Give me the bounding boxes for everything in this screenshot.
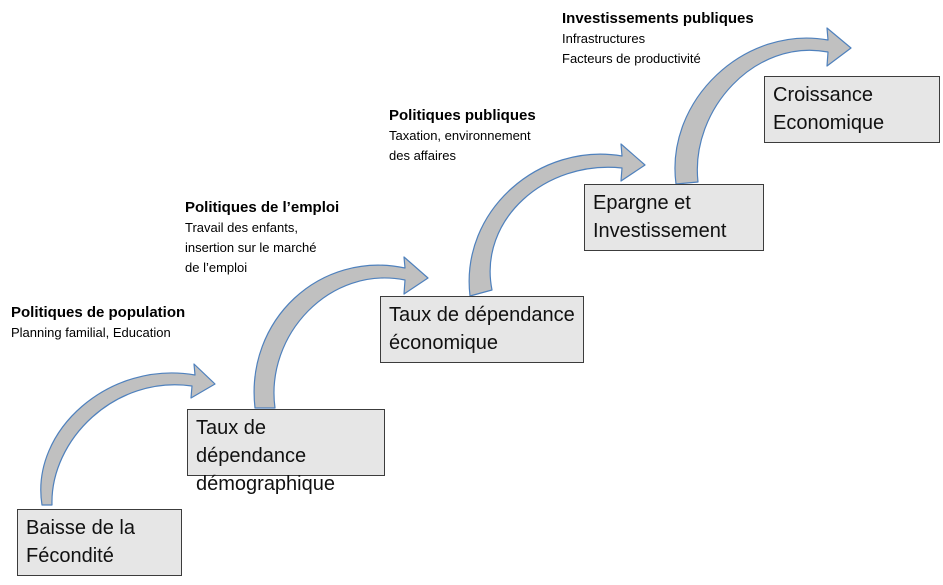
step-line: Economique xyxy=(773,112,885,134)
step-line: Baisse de la xyxy=(26,517,135,539)
policy-line: Travail des enfants, xyxy=(185,220,298,235)
step-line: Epargne et xyxy=(593,192,691,214)
policy-line: Facteurs de productivité xyxy=(562,51,701,66)
step-line: Croissance xyxy=(773,84,874,106)
policy-line: insertion sur le marché xyxy=(185,240,317,255)
policy-investissements: Investissements publiques Infrastructure… xyxy=(562,9,754,69)
policy-population: Politiques de population Planning famili… xyxy=(11,303,185,343)
policy-line: de l’emploi xyxy=(185,260,248,275)
policy-title: Investissements publiques xyxy=(562,10,754,27)
policy-title: Politiques de population xyxy=(11,304,186,321)
arrow-4-icon xyxy=(674,27,852,185)
policy-publiques: Politiques publiques Taxation, environne… xyxy=(389,106,536,166)
policy-line: Taxation, environnement xyxy=(389,128,531,143)
arrow-2-icon xyxy=(253,256,429,409)
step-box-baisse-fecondite: Baisse de la Fécondité xyxy=(17,509,182,576)
arrow-1-icon xyxy=(40,363,216,506)
step-box-croissance-economique: Croissance Economique xyxy=(764,76,940,143)
step-line: Investissement xyxy=(593,220,727,242)
step-line: Taux de dépendance xyxy=(389,304,575,326)
policy-line: Infrastructures xyxy=(562,31,646,46)
step-line: démographique xyxy=(196,473,335,495)
policy-title: Politiques publiques xyxy=(389,107,536,124)
policy-title: Politiques de l’emploi xyxy=(185,199,340,216)
step-line: Taux de dépendance xyxy=(196,417,307,467)
step-box-dependance-demographique: Taux de dépendance démographique xyxy=(187,409,385,495)
policy-emploi: Politiques de l’emploi Travail des enfan… xyxy=(185,198,339,278)
policy-line: des affaires xyxy=(389,148,456,163)
step-line: Fécondité xyxy=(26,545,114,567)
policy-line: Planning familial, Education xyxy=(11,325,171,340)
step-line: économique xyxy=(389,332,498,354)
step-box-epargne-investissement: Epargne et Investissement xyxy=(584,184,764,251)
step-box-dependance-economique: Taux de dépendance économique xyxy=(380,296,584,363)
arrow-3-icon xyxy=(468,143,646,297)
